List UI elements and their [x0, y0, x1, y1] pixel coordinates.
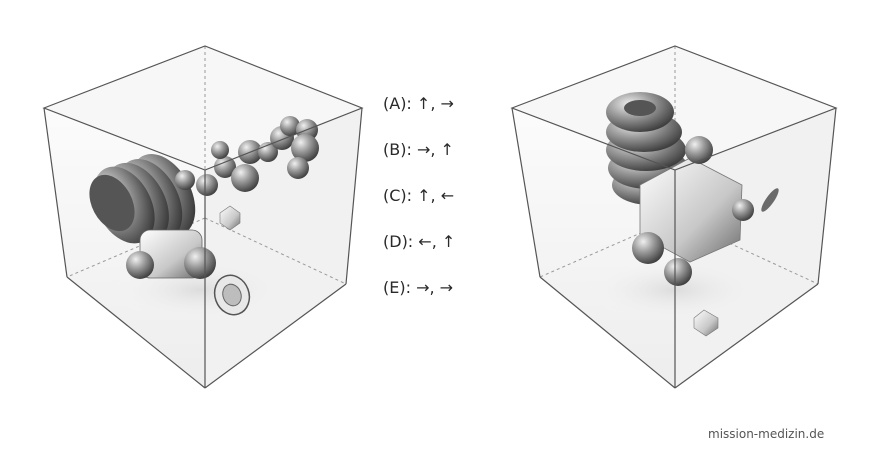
coil-shape	[89, 153, 196, 244]
option-c[interactable]: (C): ↑, ←	[383, 186, 455, 205]
option-e[interactable]: (E): →, →	[383, 278, 454, 297]
watermark: mission-medizin.de	[708, 427, 825, 441]
option-a[interactable]: (A): ↑, →	[383, 94, 454, 113]
option-b[interactable]: (B): →, ↑	[383, 140, 454, 159]
answer-options: (A): ↑, → (B): →, ↑ (C): ↑, ← (D): ←, ↑ …	[383, 92, 455, 322]
right-cube	[510, 45, 838, 389]
left-cube-edges	[42, 45, 364, 389]
gear-disc	[213, 274, 251, 316]
left-cube-objects	[89, 116, 319, 316]
left-cube-faces	[44, 46, 362, 388]
option-d[interactable]: (D): ←, ↑	[383, 232, 456, 251]
right-cube-objects	[606, 92, 779, 337]
right-cube-edges	[510, 45, 838, 389]
